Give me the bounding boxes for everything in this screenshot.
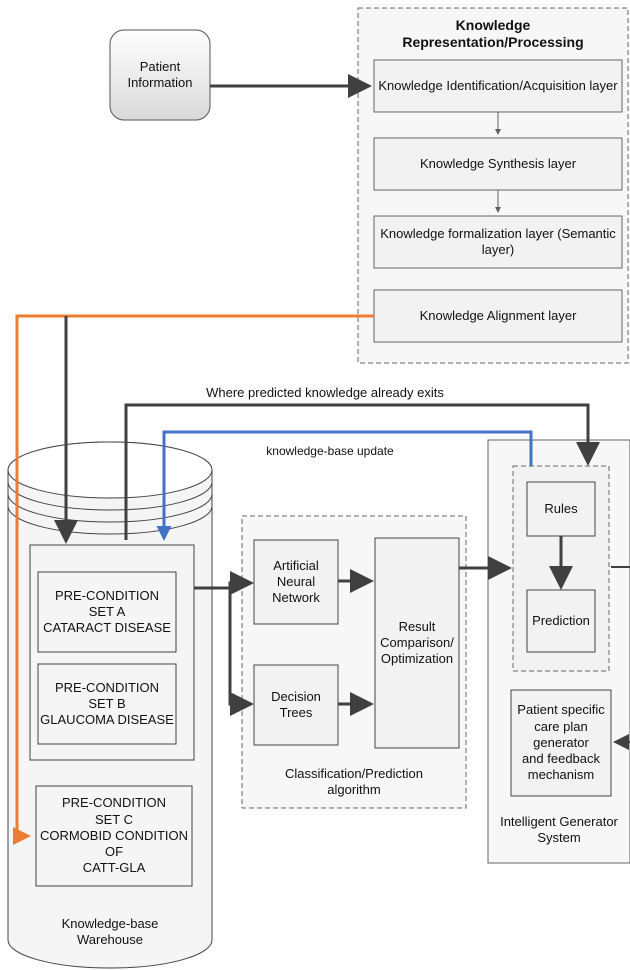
layer-identification-box: [373, 59, 623, 113]
result-box: [374, 537, 460, 749]
rules-box: [526, 481, 596, 537]
set-c-label: PRE-CONDITION SET C CORMOBID CONDITION O…: [39, 795, 189, 876]
set-a-box: [37, 571, 177, 653]
cylinder-ring-1: [7, 481, 213, 511]
set-b-label: PRE-CONDITION SET B GLAUCOMA DISEASE: [40, 679, 174, 728]
set-a-label: PRE-CONDITION SET A CATARACT DISEASE: [43, 587, 171, 636]
classification-label: Classification/Prediction algorithm: [284, 765, 423, 797]
prediction-box: [526, 589, 596, 653]
predicted-knowledge-label: Where predicted knowledge already exits: [206, 384, 444, 400]
layer-synthesis-box: [373, 137, 623, 191]
knowledge-base-update-label: knowledge-base update: [266, 443, 394, 458]
decision-trees-box: [253, 664, 339, 746]
set-c-box: [35, 785, 193, 887]
ann-label: Artificial Neural Network: [272, 557, 320, 606]
layer-formalization-box: [373, 215, 623, 269]
igs-label: Intelligent Generator System: [500, 813, 618, 845]
layer-identification-label: Knowledge Identification/Acquisition lay…: [378, 77, 618, 93]
ann-box: [253, 539, 339, 625]
arrow-to-decision-trees: [218, 586, 254, 716]
cylinder-ring-3: [7, 505, 213, 535]
layer-synthesis-label: Knowledge Synthesis layer: [419, 155, 577, 171]
rules-label: Rules: [544, 500, 578, 516]
arrow-predicted-knowledge: [124, 403, 600, 540]
result-label: Result Comparison/ Optimization: [380, 618, 454, 667]
decision-trees-label: Decision Trees: [271, 688, 321, 720]
patient-information-label: Patient Information: [127, 58, 193, 90]
arrow-knowledge-base-update: [156, 430, 533, 541]
knowledge-representation-title: Knowledge Representation/Processing: [402, 16, 584, 51]
care-plan-label: Patient specific care plan generator and…: [517, 702, 605, 783]
layer-alignment-label: Knowledge Alignment layer: [419, 307, 577, 323]
knowledge-base-label: Knowledge-base Warehouse: [61, 915, 159, 947]
prediction-label: Prediction: [532, 612, 590, 628]
care-plan-box: [510, 689, 612, 797]
cylinder-top: [7, 441, 213, 499]
cylinder-ring-2: [7, 493, 213, 523]
set-b-box: [37, 663, 177, 745]
patient-information-box: [109, 29, 211, 121]
arrow-alignment-to-set-c: [13, 314, 374, 845]
layer-formalization-label: Knowledge formalization layer (Semantic …: [380, 225, 616, 257]
